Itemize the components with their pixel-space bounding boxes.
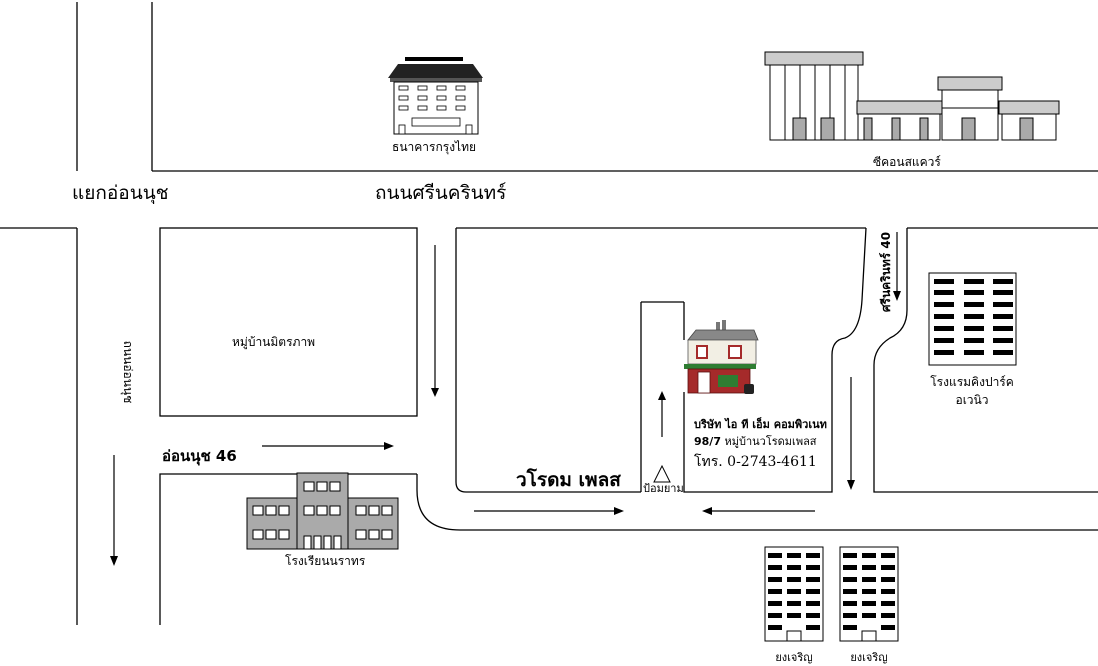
arrow-icon [384, 442, 394, 450]
yongcharoen-label-1: ยงเจริญ [775, 651, 812, 664]
mittraphap-village-label: หมู่บ้านมิตรภาพ [232, 335, 315, 350]
onnut-road-label: ถนนอ่อนนุช [120, 341, 135, 404]
triangle-icon [653, 464, 671, 483]
arrow-icon [110, 556, 118, 566]
arrow-icon [614, 507, 624, 515]
arrow-icon [431, 388, 439, 397]
building-icon [388, 57, 483, 135]
krungthai-bank-label: ธนาคารกรุงไทย [392, 140, 476, 155]
arrow-icon [893, 291, 901, 301]
onnut-junction-label: แยกอ่อนนุช [72, 182, 169, 205]
traffic-arrows [110, 232, 901, 566]
arrow-icon [847, 480, 855, 490]
wirodom-place-label: วโรดม เพลส [516, 468, 621, 491]
building-icon [928, 272, 1017, 366]
company-phone: โทร. 0-2743-4611 [694, 453, 817, 470]
company-address-rest: หมู่บ้านวโรดมเพลส [724, 434, 816, 448]
company-address: 98/7 หมู่บ้านวโรดมเพลส [694, 434, 817, 448]
building-icon [764, 51, 1060, 141]
yongcharoen-label-2: ยงเจริญ [850, 651, 887, 664]
srinakarin-40-label: ศรีนครินทร์ 40 [879, 232, 893, 312]
house-icon [684, 320, 759, 394]
onnut-46-label: อ่อนนุช 46 [162, 447, 237, 466]
building-icon [839, 546, 899, 642]
building-icon [764, 546, 824, 642]
company-address-number: 98/7 [694, 435, 721, 448]
road-lines [0, 2, 1098, 625]
building-icon [246, 472, 399, 550]
arrow-icon [702, 507, 712, 515]
seacon-square-label: ซีคอนสแควร์ [873, 155, 941, 169]
hotel-label-line2: อเวนิว [956, 393, 989, 407]
hotel-label-line1: โรงแรมคิงปาร์ค [930, 375, 1014, 389]
company-name: บริษัท ไอ ที เอ็ม คอมพิวเนท [694, 417, 827, 431]
srinakarin-road-label: ถนนศรีนครินทร์ [375, 182, 506, 204]
guard-post-label: ป้อมยาม [643, 482, 684, 495]
arrow-icon [658, 391, 666, 400]
school-label: โรงเรียนนราทร [285, 554, 366, 568]
